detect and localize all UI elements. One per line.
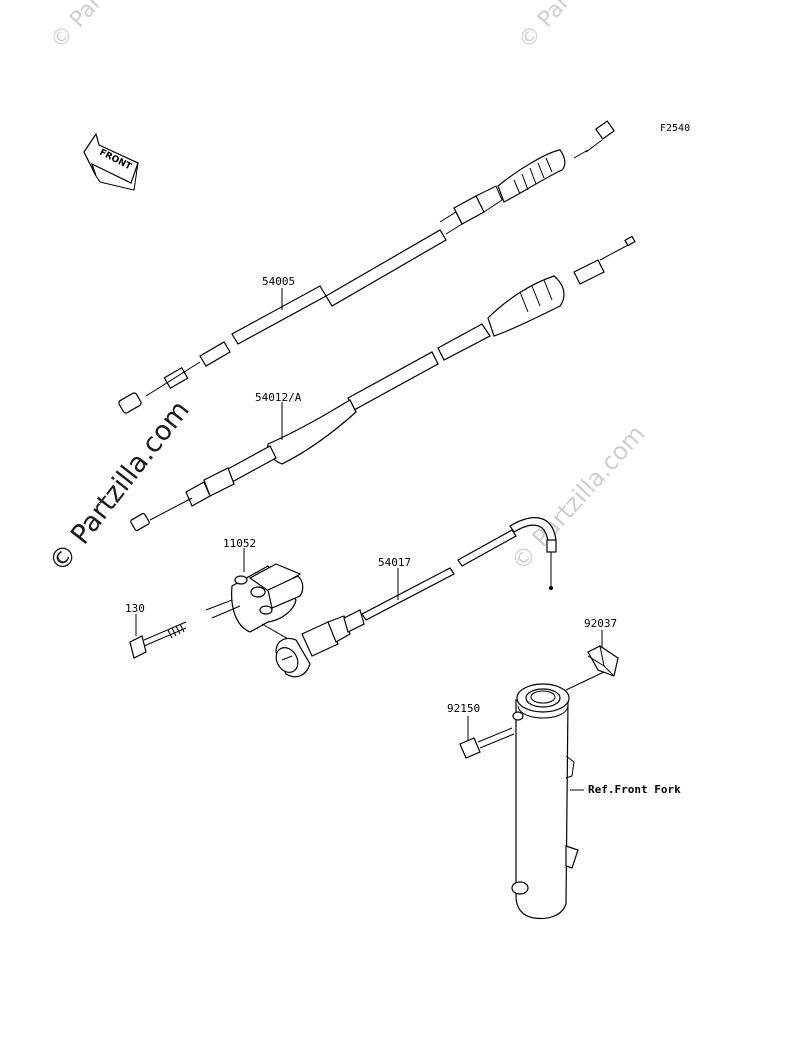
part-number-54012-a: 54012/A — [255, 391, 302, 404]
part-number-54005: 54005 — [262, 275, 295, 288]
part-number-11052: 11052 — [223, 537, 256, 550]
clutch-cable-icon — [118, 120, 616, 414]
watermark-mid-right: © Partzilla.com — [506, 420, 651, 576]
part-number-92150: 92150 — [447, 702, 480, 715]
watermark-main: © Partzilla.com — [43, 395, 196, 578]
clamp-icon — [565, 630, 619, 691]
part-number-92037: 92037 — [584, 617, 617, 630]
reference-front-fork: Ref.Front Fork — [588, 783, 681, 796]
front-fork-tube-icon — [511, 683, 584, 920]
watermark-top-left: © Partzilla — [46, 0, 142, 54]
front-direction-arrow-icon: FRONT — [83, 132, 139, 191]
svg-text:© Partzilla: © Partzilla — [46, 0, 142, 54]
choke-cable-icon — [275, 517, 557, 678]
throttle-cable-icon — [130, 235, 636, 532]
svg-text:© Partzilla.com: © Partzilla.com — [43, 395, 196, 578]
bolt-icon — [129, 614, 187, 659]
part-number-130: 130 — [125, 602, 145, 615]
watermark-top-right: © Partzilla — [514, 0, 610, 54]
svg-text:© Partzilla.com: © Partzilla.com — [506, 420, 651, 576]
bolt-icon — [459, 716, 515, 759]
svg-text:© Partzilla: © Partzilla — [514, 0, 610, 54]
figure-code: F2540 — [660, 123, 690, 134]
cable-bracket-icon — [205, 548, 304, 641]
part-number-54017: 54017 — [378, 556, 411, 569]
